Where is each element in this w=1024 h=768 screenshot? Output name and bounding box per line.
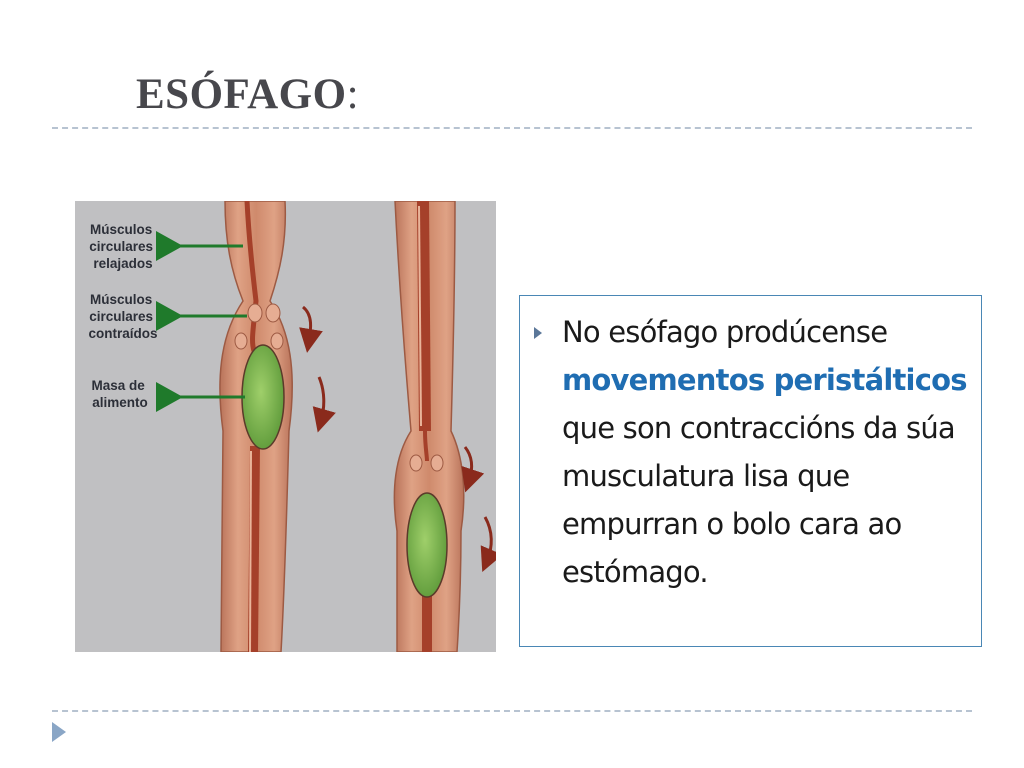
slide-title: ESÓFAGO:: [136, 70, 359, 119]
description-text: No esófago prodúcense movementos peristá…: [562, 308, 967, 596]
label-relaxed-muscles: Músculos circulares relajados: [89, 222, 157, 271]
text-after: que son contraccións da súa musculatura …: [562, 411, 956, 589]
motion-arrow-2: [312, 376, 336, 433]
motion-arrow-1: [299, 305, 323, 353]
bottom-divider: [52, 710, 972, 712]
motion-arrow-4: [480, 516, 496, 573]
label-contracted-muscles: Músculos circulares contraídos: [88, 292, 157, 341]
description-box: No esófago prodúcense movementos peristá…: [519, 295, 982, 647]
top-divider: [52, 127, 972, 129]
label-food-mass: Masa de alimento: [91, 378, 148, 410]
motion-arrow-3: [461, 446, 485, 493]
text-before: No esófago prodúcense: [562, 315, 888, 349]
food-bolus-left: [241, 344, 285, 450]
bullet-icon: [534, 327, 542, 339]
slide-title-colon: :: [346, 71, 360, 118]
slide-title-text: ESÓFAGO: [136, 71, 347, 118]
food-bolus-right: [406, 492, 448, 598]
highlighted-term: movementos peristálticos: [562, 363, 967, 397]
next-slide-arrow-icon[interactable]: [52, 722, 66, 742]
esophagus-diagram: Músculos circulares relajados Músculos c…: [75, 201, 496, 652]
